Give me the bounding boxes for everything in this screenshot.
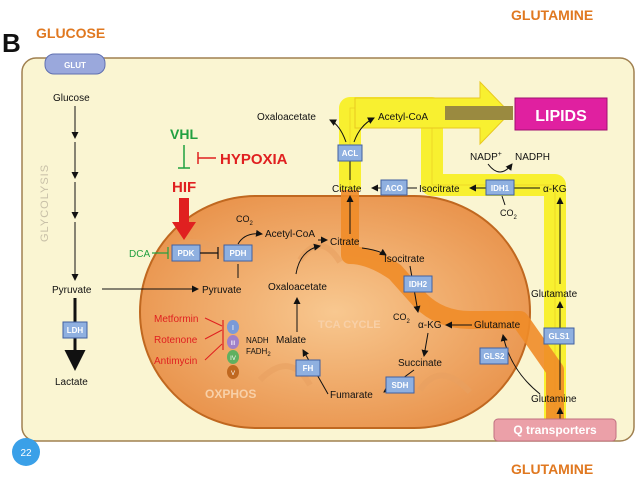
complex-v-label: V (231, 371, 235, 377)
oxphos-label: OXPHOS (205, 387, 256, 401)
nadh-label: NADH (246, 336, 269, 345)
q-transporters-box (493, 418, 617, 442)
gls2-label: GLS2 (484, 352, 505, 361)
complex-i-label: I (232, 325, 234, 332)
glutamate-cyto-label: Glutamate (531, 289, 578, 300)
citrate-mito-label: Citrate (330, 237, 360, 248)
complex-iii (227, 335, 239, 349)
metformin-inhibit-line (204, 317, 223, 327)
pdh-to-acetylcoa-arrow (237, 229, 263, 245)
ldh-label: LDH (67, 326, 84, 335)
glucose-label: Glucose (53, 93, 90, 104)
rotenone-inhibit-line (204, 329, 223, 340)
glut-transporter (44, 53, 106, 75)
glucose-top-label: GLUCOSE (36, 25, 105, 41)
lipids-label: LIPIDS (535, 108, 587, 125)
pyruvate-mito-label: Pyruvate (202, 285, 242, 296)
lipids-olive-bar (445, 106, 513, 120)
isocitrate-cyto-label: Isocitrate (419, 184, 460, 195)
sdh-enzyme (385, 376, 415, 394)
lactate-label: Lactate (55, 377, 88, 388)
hif-activation-arrow (172, 198, 196, 240)
aco-label: ACO (385, 184, 403, 193)
hypoxia-label: HYPOXIA (220, 151, 288, 168)
complex-iv (227, 350, 239, 364)
malate-label: Malate (276, 335, 306, 346)
lipids-flux-arrow (354, 80, 511, 146)
acl-to-acetylcoa-arrow (353, 117, 375, 143)
acl-label: ACL (342, 149, 359, 158)
gls1-label: GLS1 (549, 332, 570, 341)
glutamine-flux-path-edge (349, 107, 556, 430)
lipids-box (514, 97, 608, 131)
glutamine-top-label: GLUTAMINE (511, 7, 593, 23)
nadp-cofactor-arc (487, 163, 513, 173)
complex-iii-label: III (230, 341, 235, 347)
glut-label: GLUT (64, 61, 86, 70)
citrate-to-isocitrate-arrow (361, 247, 387, 256)
fh-enzyme (295, 359, 321, 377)
idh2-enzyme (403, 275, 433, 293)
glycolysis-label: GLYCOLYSIS (39, 164, 51, 242)
oxaloacetate-mito-label: Oxaloacetate (268, 282, 327, 293)
q-transporters-label: Q transporters (513, 423, 597, 437)
complex-iv-label: IV (230, 356, 236, 362)
acl-to-oaa-arrow (329, 119, 347, 143)
antimycin-inhibit-line (204, 343, 223, 361)
complex-v (227, 365, 239, 379)
fumarate-label: Fumarate (330, 390, 373, 401)
pdh-enzyme (223, 244, 253, 262)
acetyl-coa-mito-label: Acetyl-CoA (265, 229, 315, 240)
idh1-co2-arrow (501, 195, 506, 206)
page-number-badge (12, 438, 40, 466)
acetyl-coa-cyto-label: Acetyl-CoA (378, 112, 428, 123)
rotenone-label: Rotenone (154, 335, 198, 346)
mito-flux-band (341, 190, 564, 430)
vhl-label: VHL (170, 126, 198, 142)
hif-label: HIF (172, 179, 196, 196)
page-number: 22 (20, 448, 32, 459)
co2-b-label: CO2 (393, 312, 411, 325)
glutamate-mito-label: Glutamate (474, 320, 521, 331)
nadph-label: NADPH (515, 152, 550, 163)
tca-cycle-label: TCA CYCLE (318, 319, 381, 331)
gls2-enzyme (479, 347, 509, 365)
antimycin-label: Antimycin (154, 356, 197, 367)
akg-cyto-label: α-KG (543, 184, 567, 195)
succinate-label: Succinate (398, 358, 442, 369)
nadp-label: NADP+ (470, 151, 502, 163)
fadh2-label: FADH2 (246, 347, 271, 358)
glutamine-to-glutamate-mito-arrow (500, 334, 541, 395)
sdh-label: SDH (392, 381, 409, 390)
ldh-enzyme (62, 321, 88, 339)
akg-to-succinate-arrow (421, 332, 429, 357)
idh1-label: IDH1 (491, 184, 510, 193)
panel-letter: B (2, 28, 21, 58)
acl-enzyme (337, 144, 363, 162)
idh1-enzyme (485, 179, 515, 196)
aco-enzyme (380, 179, 408, 196)
fh-label: FH (303, 364, 314, 373)
gls1-enzyme (543, 327, 575, 345)
pdh-label: PDH (230, 249, 247, 258)
idh2-label: IDH2 (409, 280, 428, 289)
akg-mito-label: α-KG (418, 320, 442, 331)
complex-i (227, 320, 239, 334)
co2-c-label: CO2 (500, 208, 518, 221)
glutamine-label: Glutamine (531, 394, 577, 405)
glutamine-bottom-label: GLUTAMINE (511, 461, 593, 477)
dca-label: DCA (129, 249, 150, 260)
oaa-to-citrate-arrow (295, 243, 321, 275)
pdk-label: PDK (178, 249, 195, 258)
oxaloacetate-cyto-label: Oxaloacetate (257, 112, 316, 123)
pyruvate-cyto-label: Pyruvate (52, 285, 92, 296)
citrate-cyto-label: Citrate (332, 184, 362, 195)
co2-a-label: CO2 (236, 214, 254, 227)
isocitrate-mito-label: Isocitrate (384, 254, 425, 265)
metformin-label: Metformin (154, 314, 198, 325)
